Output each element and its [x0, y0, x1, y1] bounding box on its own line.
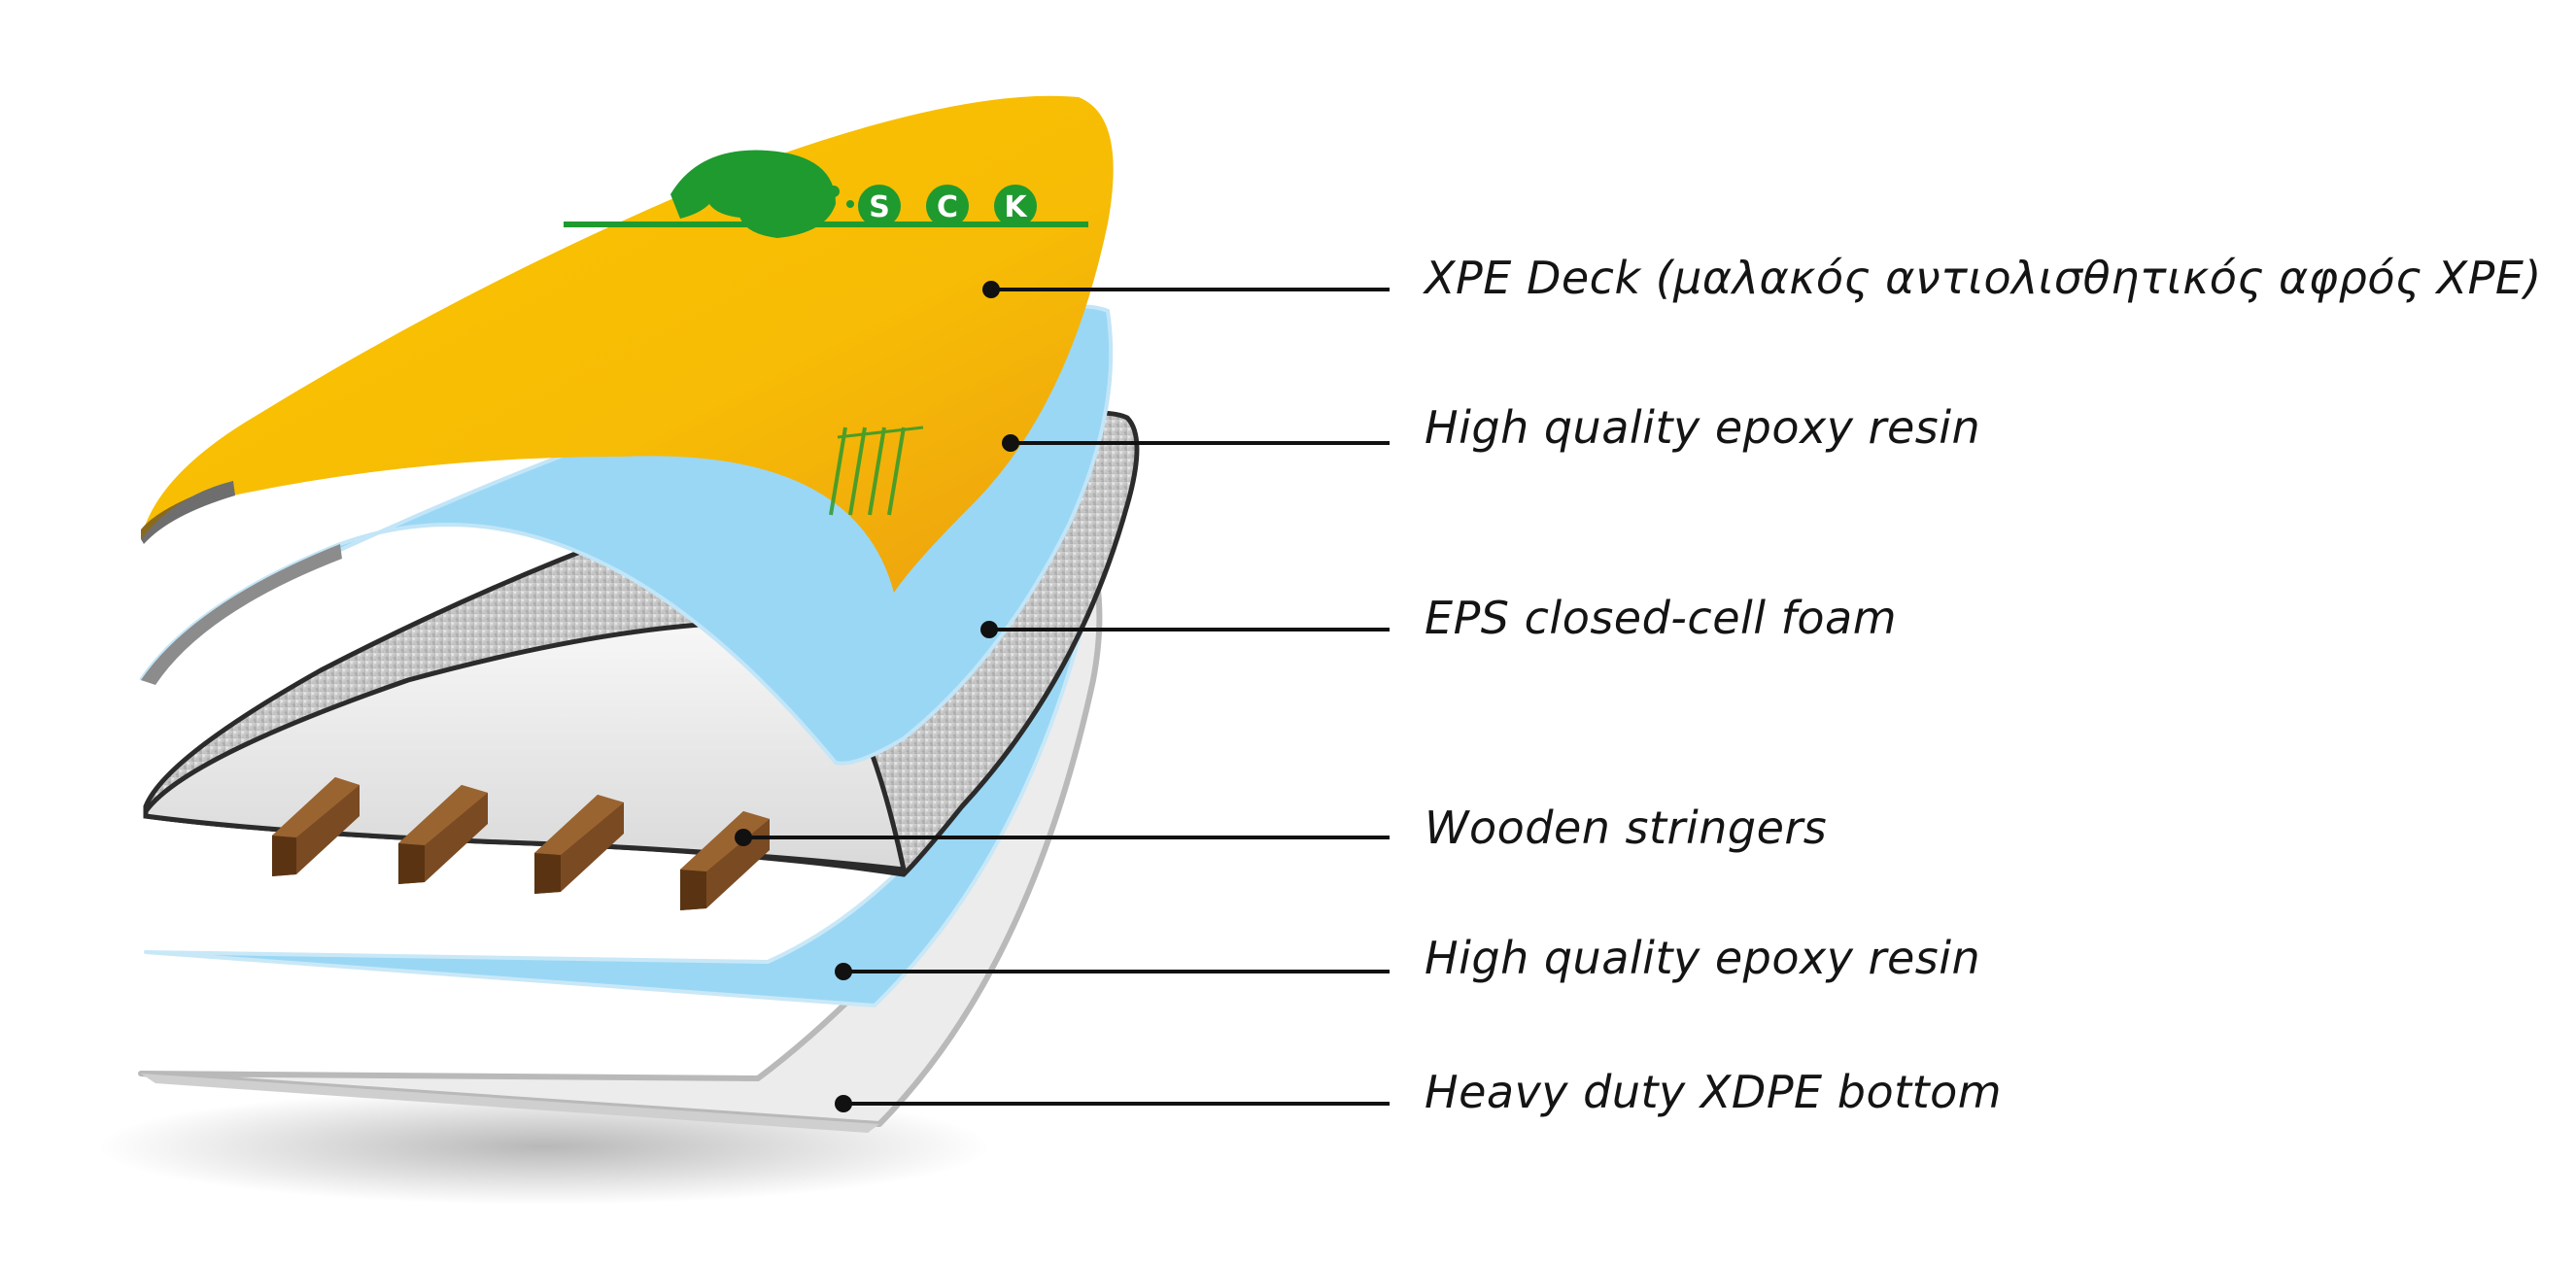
logo-letter-badge: K [994, 185, 1037, 227]
label-xpe-deck: XPE Deck (μαλακός αντιολισθητικός αφρός … [1423, 252, 2542, 304]
leader-epoxy-bottom [835, 963, 1390, 980]
label-epoxy-top: High quality epoxy resin [1425, 401, 1980, 454]
leader-stringers [735, 829, 1390, 846]
leader-xpe-deck [982, 281, 1390, 298]
wooden-stringers [272, 777, 770, 910]
leader-lines [735, 281, 1390, 1112]
label-stringers: Wooden stringers [1425, 802, 1827, 854]
logo-letter-badge: C [926, 185, 969, 227]
label-eps-foam: EPS closed-cell foam [1425, 592, 1897, 644]
xpe-deck-layer: S C K [141, 95, 1114, 593]
leader-xdpe-bottom [835, 1095, 1390, 1112]
sck-logo: S C K [564, 150, 1088, 238]
layer-labels: XPE Deck (μαλακός αντιολισθητικός αφρός … [1423, 252, 2542, 1118]
stringer [272, 777, 360, 876]
stringer [398, 785, 488, 884]
label-epoxy-bottom: High quality epoxy resin [1425, 932, 1980, 984]
logo-letter: S [869, 190, 890, 224]
stringer [534, 795, 624, 894]
label-xdpe-bottom: Heavy duty XDPE bottom [1425, 1066, 2002, 1118]
leader-epoxy-top [1002, 434, 1390, 452]
leader-eps-foam [980, 621, 1390, 638]
deck-brand-mark [829, 426, 924, 516]
logo-letter: C [937, 190, 958, 224]
logo-letter-badge: S [858, 185, 901, 227]
logo-letter: K [1004, 190, 1028, 224]
